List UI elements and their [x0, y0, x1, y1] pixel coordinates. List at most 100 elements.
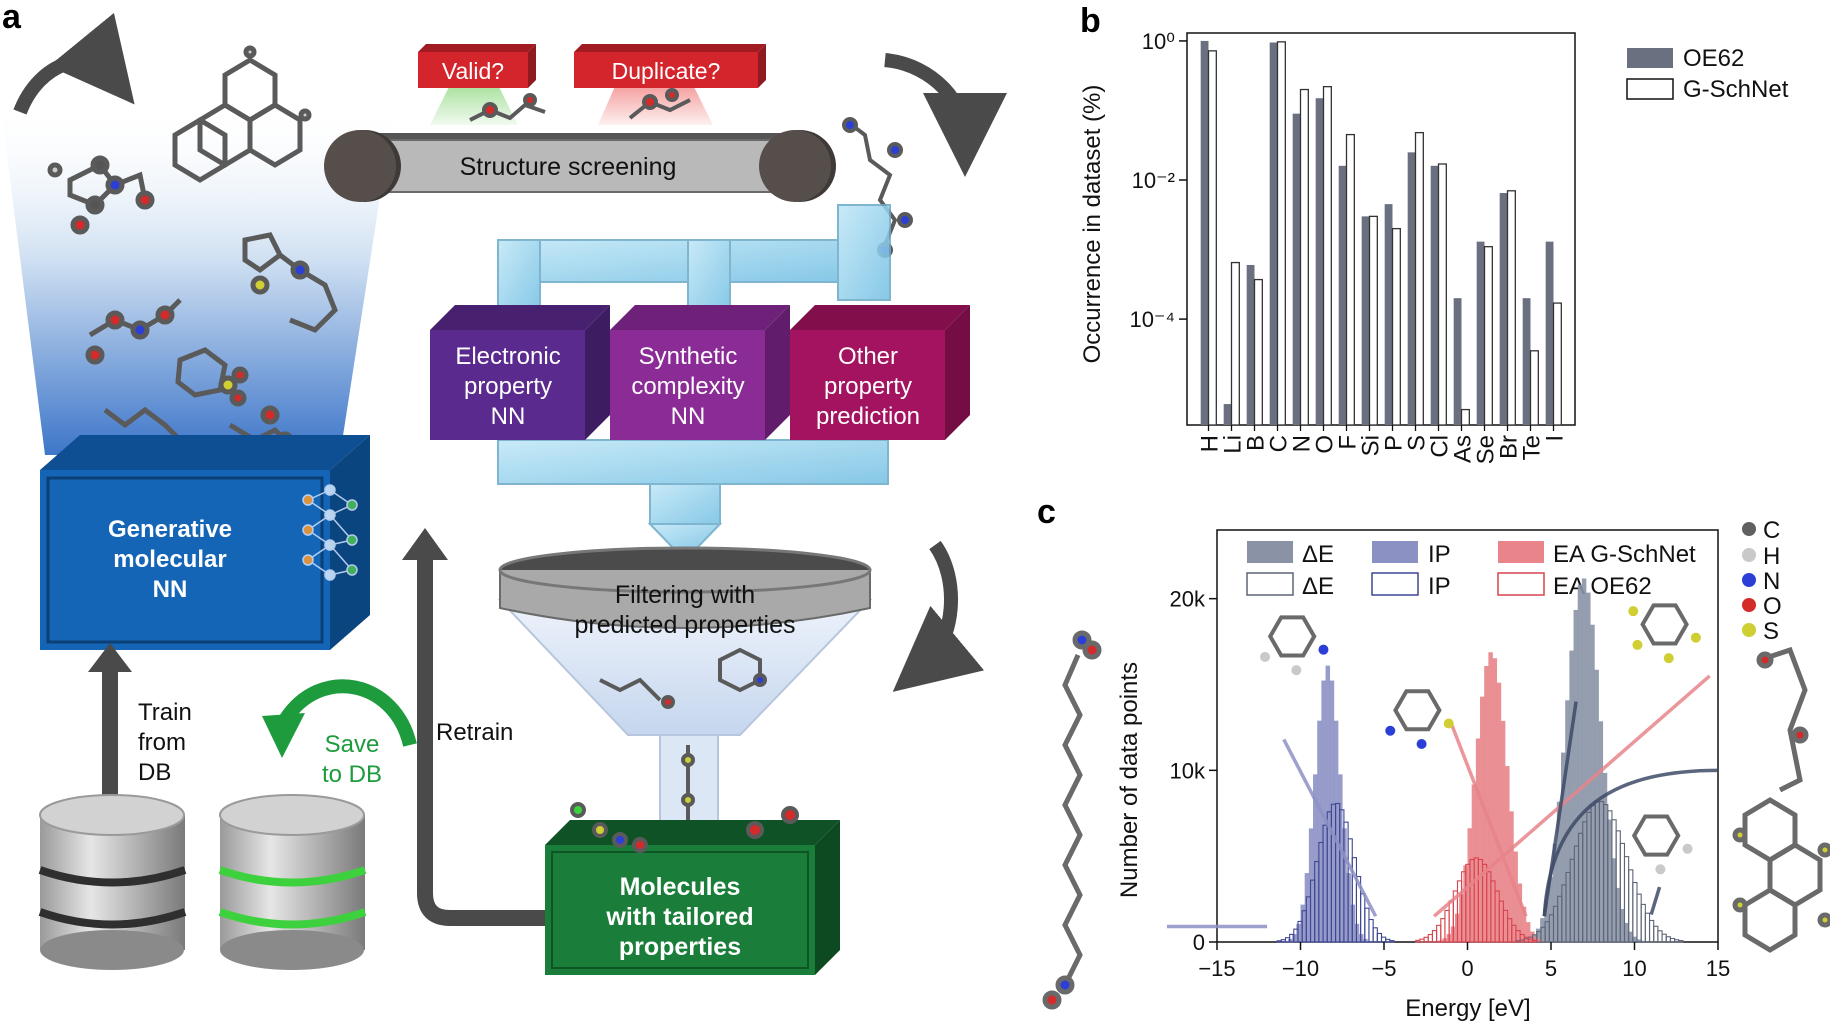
chart-c-bin	[1521, 906, 1527, 942]
chart-b-bar	[1453, 298, 1462, 425]
chart-b-bar	[1522, 298, 1531, 425]
chart-c-xtick-label: −15	[1198, 956, 1235, 981]
chart-b-xtick-label: Li	[1220, 435, 1247, 454]
panel-label-b: b	[1080, 2, 1101, 40]
neural-net-icon	[302, 484, 358, 581]
chart-c-bin	[1304, 873, 1310, 942]
atom-label-o: O	[1763, 593, 1782, 620]
chart-b-bar	[1299, 88, 1309, 426]
electronic-nn-line2: property	[464, 373, 552, 400]
chart-c-bin-outline	[1678, 940, 1684, 943]
chart-b-bar	[1315, 98, 1324, 425]
cycle-arrow-top-left	[13, 12, 135, 115]
atom-dot-s	[1742, 623, 1756, 637]
chart-b-ytick-label: 10⁻²	[1132, 168, 1175, 193]
chart-b-xtick-label: Br	[1496, 435, 1523, 459]
chart-b-bar	[1345, 133, 1355, 426]
chart-c-bin-outline	[1427, 933, 1433, 943]
save-label-line1: Save	[325, 731, 380, 758]
tailored-line2: with tailored	[605, 903, 753, 931]
chart-c-bin	[1602, 772, 1608, 942]
chart-b-bar	[1338, 165, 1347, 425]
molecule-pah	[172, 45, 312, 183]
electronic-nn-box: Electronic property NN	[430, 305, 610, 440]
chart-c-bin-outline	[1436, 924, 1442, 943]
chart-c-bin	[1552, 843, 1558, 942]
chart-b-xtick-label: S	[1404, 435, 1431, 451]
synthetic-nn-line3: NN	[671, 403, 706, 430]
chart-c-bin-outline	[1657, 930, 1663, 943]
legend-label-ea-gschnet: EA G-SchNet	[1553, 541, 1696, 568]
chart-b-bar	[1499, 193, 1508, 425]
chart-c-bin	[1561, 752, 1566, 942]
other-prediction-line2: property	[824, 373, 912, 400]
chart-c-bin	[1535, 928, 1541, 942]
chart-b-bar	[1391, 227, 1401, 426]
legend-label-de-filled: ΔE	[1302, 541, 1334, 568]
atom-label-s: S	[1763, 618, 1779, 645]
chart-b-frame	[1186, 32, 1576, 426]
duplicate-sign: Duplicate?	[574, 44, 766, 88]
filter-funnel: Filtering with predicted properties	[497, 546, 873, 846]
chart-b-bar	[1253, 278, 1263, 426]
molecule-cyclopropane-atom	[1655, 864, 1666, 875]
legend-swatch-ip-filled	[1372, 541, 1418, 563]
tailored-properties-box: Molecules with tailored properties	[545, 802, 840, 975]
chart-b-bar	[1200, 40, 1209, 426]
synthetic-nn-line1: Synthetic	[639, 343, 738, 370]
train-arrow-head	[88, 643, 132, 672]
chart-c-bin-outline	[1636, 893, 1642, 943]
chart-b-bar	[1223, 404, 1232, 425]
chart-b-bar	[1529, 350, 1539, 426]
molecule-fluoro-coronene-atom	[1632, 639, 1643, 650]
tailored-line3: properties	[619, 933, 741, 961]
chart-b-xtick-label: H	[1197, 435, 1224, 452]
chart-b-bar	[1230, 261, 1240, 426]
chart-b-bar	[1368, 215, 1378, 426]
screened-molecules	[469, 88, 691, 122]
panel-label-a: a	[2, 0, 22, 36]
legend-label-oe62: OE62	[1683, 45, 1744, 72]
molecule-fluoro-coronene	[1628, 603, 1701, 664]
chart-c-bin	[1484, 665, 1489, 942]
chart-c-bin	[1565, 700, 1570, 942]
chart-b-ytick-label: 10⁻⁴	[1129, 307, 1175, 332]
chart-b-bar	[1460, 408, 1470, 426]
generated-molecules	[47, 45, 338, 464]
chart-c-bin-outline	[1372, 927, 1378, 943]
chart-b-bar	[1269, 42, 1278, 426]
save-arrow-head	[262, 713, 305, 758]
chart-c-bin	[1590, 624, 1595, 942]
chart-c-bin-outline	[1364, 907, 1370, 943]
legend-label-ea-oe62: EA OE62	[1553, 573, 1652, 600]
filter-label-line2: predicted properties	[575, 611, 796, 639]
cycle-arrow-top-right	[884, 53, 1007, 177]
chart-c-bin	[1513, 851, 1518, 942]
electronic-nn-line3: NN	[491, 403, 526, 430]
molecule-imidazoline-atom	[1291, 665, 1302, 676]
chart-c-bin	[1488, 652, 1493, 942]
chart-c-bin	[1556, 801, 1562, 942]
chart-c-bin	[1329, 680, 1335, 942]
chart-b-bar	[1246, 264, 1255, 425]
molecule-thiazole	[242, 232, 338, 333]
chart-b-xtick-label: P	[1381, 435, 1408, 451]
chart-c-bin	[1548, 877, 1553, 942]
chart-b-xtick-label: Te	[1519, 435, 1546, 460]
molecule-fluoro-coronene-atom	[1628, 606, 1639, 617]
chart-c-bin-outline	[1669, 937, 1676, 943]
chart-c-bin-outline	[1661, 933, 1667, 943]
chart-c-bin	[1615, 887, 1620, 942]
molecule-cyclopropane	[1631, 814, 1693, 875]
chart-c-bin	[1598, 721, 1604, 942]
other-prediction-box: Other property prediction	[790, 305, 970, 440]
chart-b-xtick-label: As	[1450, 435, 1477, 463]
chart-b-xtick-label: C	[1266, 435, 1293, 452]
de-max-arrow	[1649, 886, 1662, 916]
atom-label-h: H	[1763, 543, 1780, 570]
chart-b-bar	[1414, 131, 1424, 426]
chart-c-bin	[1631, 936, 1637, 942]
chart-c-xtick-label: 5	[1545, 956, 1557, 981]
electronic-nn-line1: Electronic	[455, 343, 560, 370]
retrain-arrow-head	[402, 528, 448, 560]
